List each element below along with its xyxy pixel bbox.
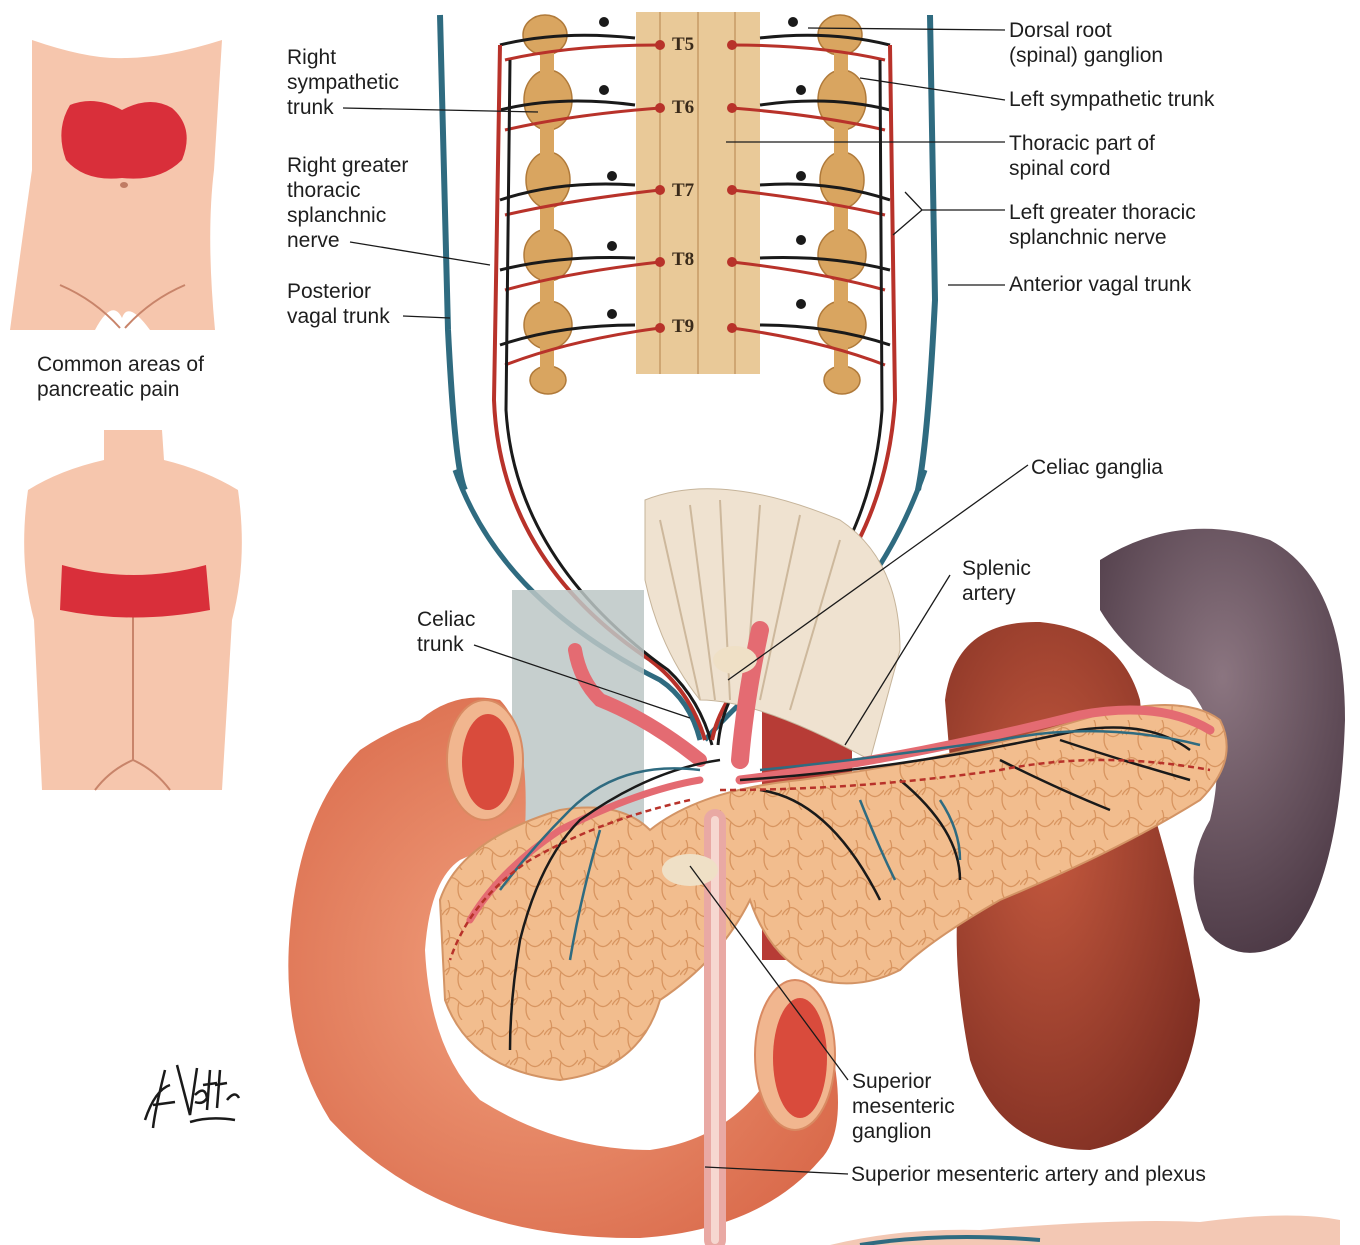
artist-signature [135, 1050, 245, 1140]
segment-label-t5: T5 [672, 34, 694, 56]
pain-area-front [61, 101, 186, 179]
caption-pancreatic-pain: Common areas of pancreatic pain [37, 352, 204, 402]
label-right-sympathetic-trunk: Right sympathetic trunk [287, 45, 399, 120]
celiac-ganglion [713, 646, 757, 674]
label-thoracic-spinal-cord: Thoracic part of spinal cord [1009, 131, 1155, 181]
label-anterior-vagal-trunk: Anterior vagal trunk [1009, 272, 1191, 297]
label-dorsal-root-ganglion: Dorsal root (spinal) ganglion [1009, 18, 1163, 68]
segment-label-t7: T7 [672, 180, 694, 202]
label-sma-plexus: Superior mesenteric artery and plexus [851, 1162, 1206, 1187]
segment-label-t8: T8 [672, 249, 694, 271]
superior-mesenteric-ganglion-shape [662, 854, 718, 886]
label-left-sympathetic-trunk: Left sympathetic trunk [1009, 87, 1214, 112]
segment-label-t9: T9 [672, 316, 694, 338]
label-celiac-ganglia: Celiac ganglia [1031, 455, 1163, 480]
label-posterior-vagal-trunk: Posterior vagal trunk [287, 279, 390, 329]
label-splenic-artery: Splenic artery [962, 556, 1031, 606]
label-superior-mesenteric-ganglion: Superior mesenteric ganglion [852, 1069, 955, 1144]
segment-label-t6: T6 [672, 97, 694, 119]
back-torso-figure [24, 430, 242, 790]
label-right-greater-splanchnic: Right greater thoracic splanchnic nerve [287, 153, 408, 253]
label-left-greater-splanchnic: Left greater thoracic splanchnic nerve [1009, 200, 1196, 250]
label-celiac-trunk: Celiac trunk [417, 607, 475, 657]
front-torso-figure [10, 40, 222, 330]
